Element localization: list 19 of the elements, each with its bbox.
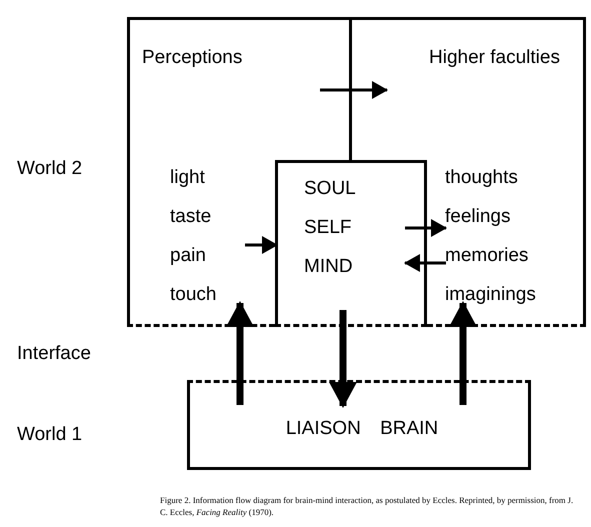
world-label: World 1 (17, 424, 82, 446)
mind-box (275, 160, 427, 327)
arrow (404, 254, 446, 272)
arrow (405, 219, 447, 237)
item-list: thoughts feelings memories imaginings (445, 158, 565, 314)
brain-box (187, 380, 531, 470)
arrow (245, 236, 278, 254)
world-label: World 2 (17, 158, 82, 180)
region-heading: Perceptions (142, 46, 244, 70)
item-list: light taste pain touch (170, 158, 240, 314)
region-heading: Higher faculties (429, 46, 561, 70)
arrow (449, 301, 477, 405)
arrow (320, 81, 388, 99)
world-label: Interface (17, 343, 91, 365)
arrow (329, 310, 357, 408)
figure-caption: Figure 2. Information flow diagram for brain-mind interaction, as postulated by Eccles. Reprinted, by permission, from J. C. Eccles, Facing Reality (1970). (160, 494, 574, 518)
arrow (226, 301, 254, 405)
node-label: SOUL SELF MIND (304, 177, 356, 279)
node-label: LIAISON BRAIN (284, 417, 440, 441)
